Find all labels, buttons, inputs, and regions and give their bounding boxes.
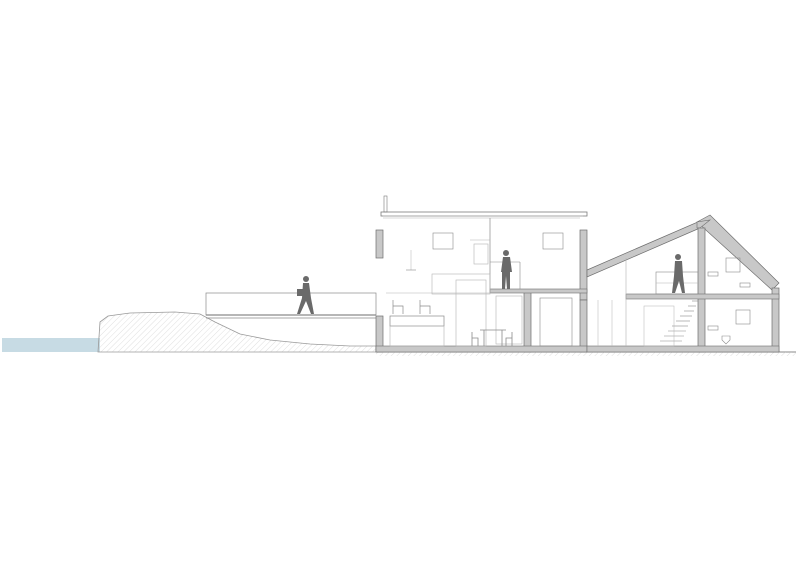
ground-hatch	[376, 352, 796, 356]
window	[725, 257, 741, 273]
sink	[739, 282, 751, 288]
stairs	[660, 300, 698, 342]
person-east-upper	[672, 254, 685, 293]
building-west	[375, 195, 588, 353]
basin	[707, 325, 719, 331]
rock-outcrop	[97, 311, 377, 353]
chairs	[392, 300, 431, 314]
bridge	[205, 292, 377, 319]
person-on-bridge	[297, 276, 314, 314]
window	[542, 232, 564, 250]
shelf	[707, 271, 719, 277]
building-east	[586, 214, 780, 353]
toilet	[721, 335, 731, 345]
window	[735, 309, 751, 325]
sofa	[389, 315, 445, 327]
person-west-upper	[501, 250, 512, 289]
dining-table	[471, 329, 513, 346]
window	[432, 232, 454, 250]
water	[2, 338, 100, 352]
